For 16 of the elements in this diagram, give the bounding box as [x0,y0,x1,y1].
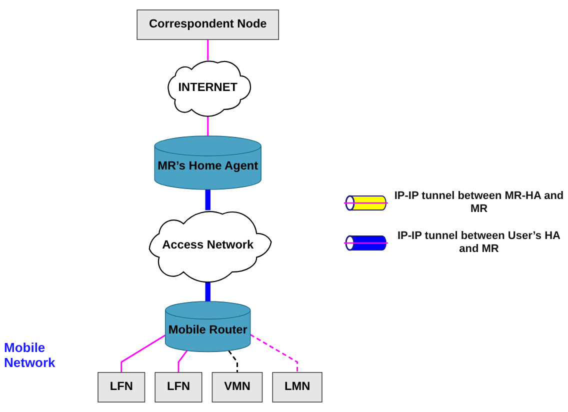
node-box: LMN [272,372,322,402]
network-label: Mobile Network [4,340,56,370]
legend-text: IP-IP tunnel between User’s HA and MR [396,230,562,256]
connector [207,40,209,60]
node-box: VMN [212,372,263,402]
connector [178,350,188,372]
connector [228,350,238,372]
legend-text: IP-IP tunnel between MR-HA and MR [393,190,565,216]
connector [250,334,298,372]
connector [207,115,209,136]
node-box: Correspondent Node [136,10,279,40]
connector [205,189,210,210]
node-box: LFN [98,372,146,402]
node-box: LFN [154,372,202,402]
connector [205,280,210,302]
connector [120,334,166,372]
